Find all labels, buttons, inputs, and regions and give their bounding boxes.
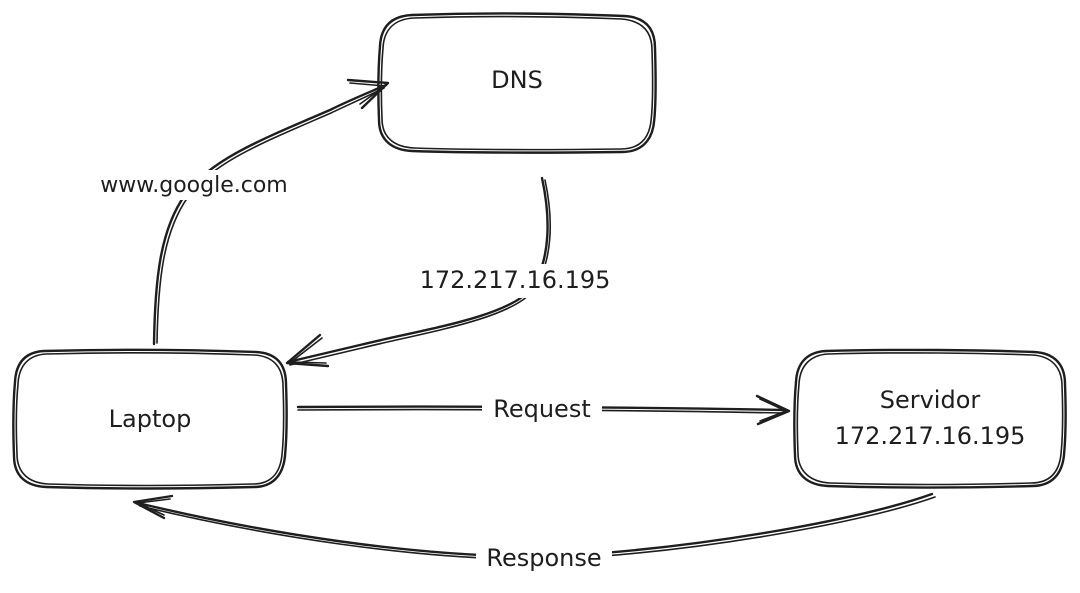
response-label: Response (486, 544, 601, 572)
dns-node: DNS (377, 12, 657, 154)
server-node: Servidor 172.217.16.195 (793, 348, 1067, 489)
edge-laptop-to-dns (152, 78, 390, 346)
server-node-label-line1: Servidor (880, 386, 981, 414)
query-domain-label: www.google.com (100, 173, 287, 198)
edge-response-label: Response (476, 542, 612, 576)
edge-dns-to-laptop-label: 172.217.16.195 (408, 264, 622, 298)
dns-node-label: DNS (491, 66, 543, 94)
server-node-label-line2: 172.217.16.195 (835, 422, 1026, 450)
edge-laptop-to-dns-label: www.google.com (84, 170, 304, 200)
resolved-ip-label: 172.217.16.195 (420, 266, 611, 294)
edge-request-label: Request (482, 394, 602, 426)
laptop-node: Laptop (12, 348, 288, 490)
laptop-node-label: Laptop (109, 405, 192, 433)
request-label: Request (493, 395, 591, 423)
edge-dns-to-laptop (285, 176, 551, 368)
